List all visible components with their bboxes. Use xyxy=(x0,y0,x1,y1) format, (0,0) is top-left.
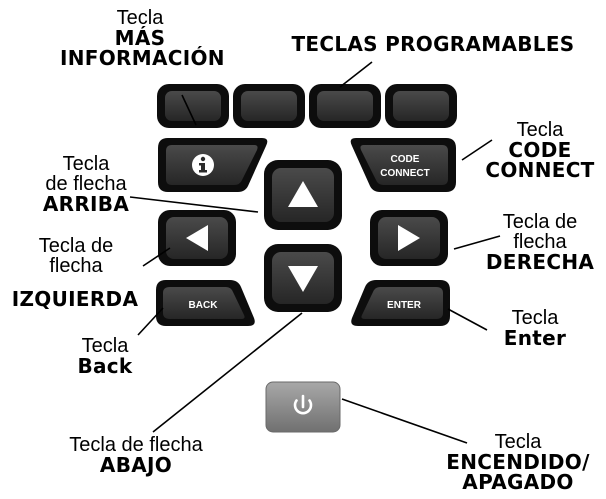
code-connect-key-label-2: CONNECT xyxy=(380,168,429,179)
label-back-prefix: Tecla xyxy=(81,335,129,357)
arrow-down-icon xyxy=(288,266,318,292)
label-more-info: Tecla MÁS INFORMACIÓN xyxy=(60,7,225,70)
label-down-arrow-prefix: Tecla de flecha xyxy=(69,434,203,456)
label-power-line1: ENCENDIDO/ xyxy=(446,450,590,474)
label-power-line2: APAGADO xyxy=(462,470,574,494)
label-left-arrow-line2: flecha xyxy=(49,255,103,277)
info-icon xyxy=(192,154,214,176)
right-arrow-key[interactable] xyxy=(370,210,448,266)
label-code-connect: Tecla CODE CONNECT xyxy=(478,120,602,180)
label-left-arrow: Tecla de flecha xyxy=(12,236,140,276)
enter-key[interactable]: ENTER xyxy=(351,280,450,326)
label-programmable-keys-title: TECLAS PROGRAMABLES xyxy=(291,32,575,56)
label-code-connect-line1: CODE xyxy=(508,138,572,162)
info-key[interactable] xyxy=(158,138,268,192)
label-enter-prefix: Tecla xyxy=(511,307,559,329)
down-arrow-key[interactable] xyxy=(264,244,342,312)
label-left-arrow-bold: IZQUIERDA xyxy=(11,287,139,311)
label-back-bold: Back xyxy=(77,354,133,378)
arrow-up-icon xyxy=(288,181,318,207)
label-enter-bold: Enter xyxy=(503,326,567,350)
arrow-left-icon xyxy=(186,225,208,251)
left-arrow-key[interactable] xyxy=(158,210,236,266)
label-up-arrow-bold: ARRIBA xyxy=(42,192,130,216)
label-left-arrow-line1: Tecla de xyxy=(38,235,114,257)
label-up-arrow-line2: de flecha xyxy=(45,173,127,195)
code-connect-key[interactable]: CODE CONNECT xyxy=(350,138,456,192)
label-power-prefix: Tecla xyxy=(494,431,542,453)
label-left-arrow-bold-box: IZQUIERDA xyxy=(0,289,150,309)
power-icon xyxy=(293,394,313,415)
back-key[interactable]: BACK xyxy=(156,280,255,326)
soft-key-1[interactable] xyxy=(157,84,229,128)
soft-key-3[interactable] xyxy=(309,84,381,128)
label-back: Tecla Back xyxy=(50,336,160,376)
back-key-label: BACK xyxy=(189,300,219,311)
label-more-info-line1: MÁS xyxy=(114,26,166,50)
up-arrow-key[interactable] xyxy=(264,160,342,230)
label-right-arrow-line1: Tecla de xyxy=(502,211,578,233)
label-code-connect-prefix: Tecla xyxy=(516,119,564,141)
soft-key-4[interactable] xyxy=(385,84,457,128)
label-down-arrow: Tecla de flecha ABAJO xyxy=(46,435,226,475)
enter-key-label: ENTER xyxy=(387,300,422,311)
label-up-arrow: Tecla de flecha ARRIBA xyxy=(20,154,152,214)
label-power: Tecla ENCENDIDO/ APAGADO xyxy=(430,432,606,492)
label-more-info-prefix: Tecla xyxy=(116,7,164,29)
label-code-connect-line2: CONNECT xyxy=(485,158,595,182)
power-key[interactable] xyxy=(265,381,341,433)
leader-lines xyxy=(129,61,501,444)
soft-key-2[interactable] xyxy=(233,84,305,128)
label-up-arrow-line1: Tecla xyxy=(62,153,110,175)
label-down-arrow-bold: ABAJO xyxy=(99,453,173,477)
arrow-right-icon xyxy=(398,225,420,251)
label-more-info-line2: INFORMACIÓN xyxy=(60,46,225,70)
label-enter: Tecla Enter xyxy=(470,308,600,348)
label-right-arrow-bold: DERECHA xyxy=(485,250,595,274)
label-right-arrow-line2: flecha xyxy=(513,231,567,253)
label-right-arrow: Tecla de flecha DERECHA xyxy=(478,212,602,272)
code-connect-key-label-1: CODE xyxy=(391,154,420,165)
label-programmable-keys: TECLAS PROGRAMABLES xyxy=(262,34,604,54)
